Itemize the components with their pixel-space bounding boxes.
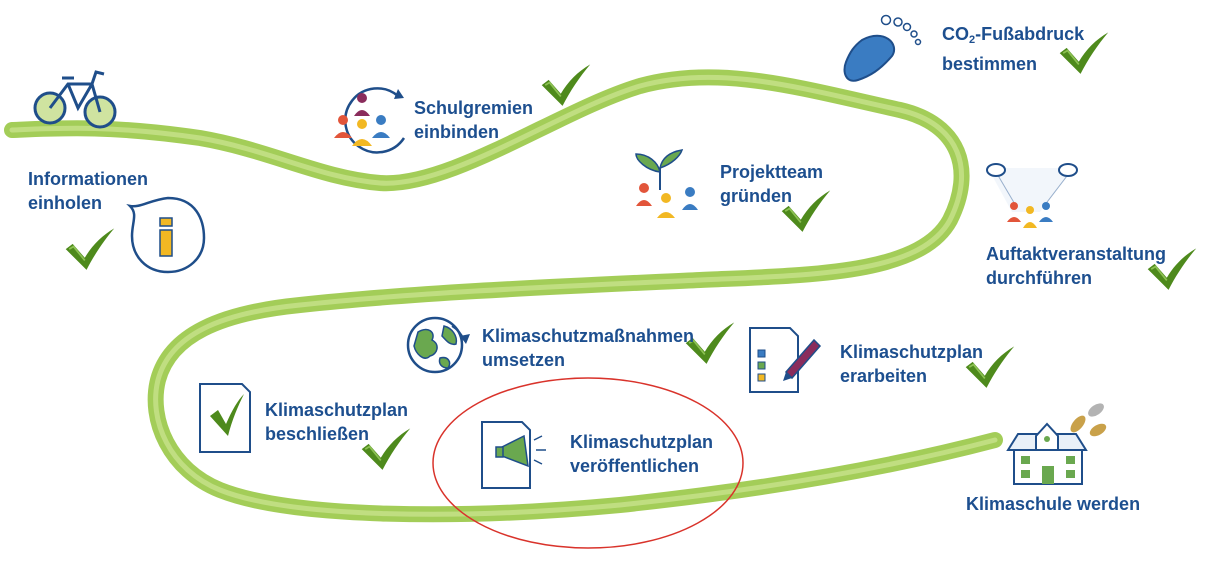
bicycle-icon (33, 70, 117, 129)
clipboard-pencil-icon (749, 327, 822, 393)
check-informationen-icon (64, 228, 116, 271)
people-circle-icon (334, 87, 406, 154)
document-check-icon (199, 383, 251, 453)
footprint-icon (843, 14, 922, 82)
label-massnahmen: Klimaschutzmaßnahmen umsetzen (482, 326, 695, 370)
plant-team-icon (635, 149, 698, 218)
school-icon (1006, 403, 1107, 485)
label-informationen: Informationen einholen (28, 169, 148, 213)
highlight-ellipse (432, 377, 744, 549)
info-icon (126, 196, 206, 274)
label-klimaschule: Klimaschule werden (966, 494, 1141, 514)
winding-path (4, 69, 1003, 523)
spotlight-icon (986, 163, 1078, 228)
label-auftakt: Auftaktveranstaltung durchführen (986, 244, 1167, 288)
label-schulgremien: Schulgremien einbinden (414, 98, 534, 142)
label-plan-veroeffentlichen: Klimaschutzplan veröffentlichen (570, 432, 714, 476)
document-megaphone-icon (481, 421, 546, 489)
label-plan-beschliessen: Klimaschutzplan beschließen (265, 400, 409, 444)
globe-icon (406, 316, 470, 374)
label-projektteam: Projektteam gründen (720, 162, 824, 206)
label-plan-erarbeiten: Klimaschutzplan erarbeiten (840, 342, 984, 386)
label-fussabdruck: CO2-Fußabdruck bestimmen (942, 24, 1085, 74)
check-schulgremien-icon (540, 64, 592, 107)
